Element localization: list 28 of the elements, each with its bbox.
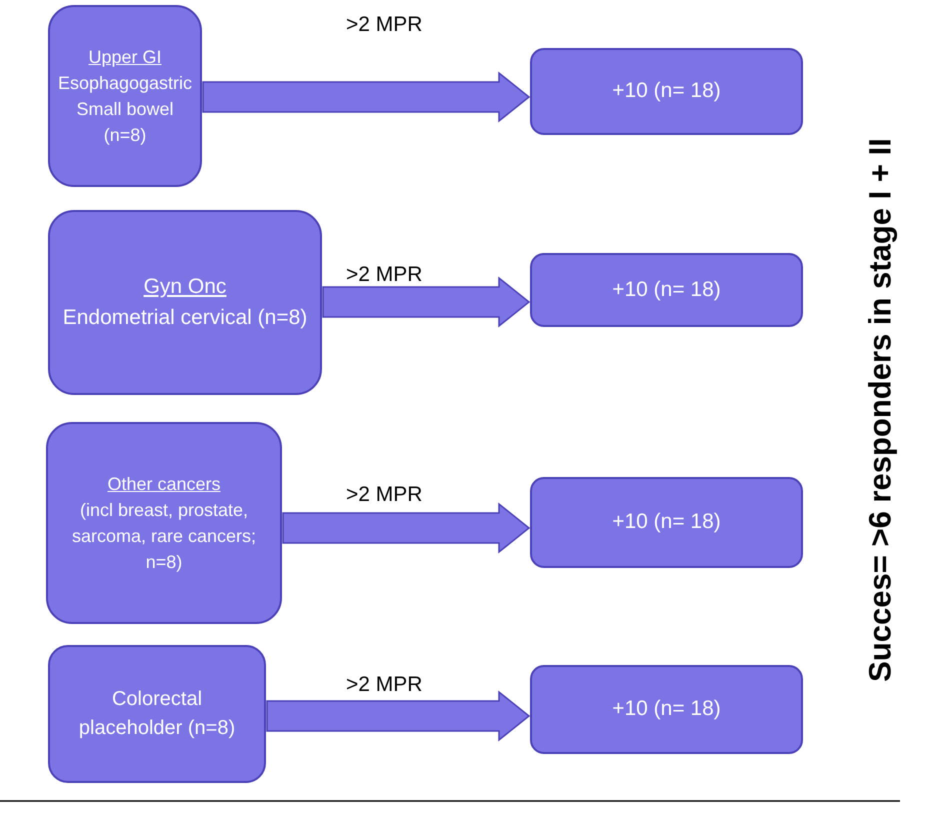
box-heading: Upper GI — [88, 46, 162, 69]
box-heading: Gyn Onc — [144, 274, 226, 300]
box-heading: Other cancers — [107, 472, 221, 496]
block-arrow — [202, 71, 530, 123]
block-arrow — [266, 690, 530, 742]
edge-label: >2 MPR — [346, 484, 422, 505]
process-box — [530, 665, 803, 754]
process-box — [48, 645, 266, 783]
process-box — [530, 253, 803, 327]
box-text: +10 (n= 18) — [612, 696, 721, 722]
edge-label: >2 MPR — [346, 264, 422, 285]
side-note: Succes= >6 responders in stage I + II — [864, 138, 896, 682]
box-text: Esophagogastric Small bowel (n=8) — [58, 72, 192, 148]
box-text: +10 (n= 18) — [612, 509, 721, 536]
box-text: +10 (n= 18) — [612, 276, 721, 303]
process-box — [46, 422, 282, 624]
box-text: Colorectal placeholder (n=8) — [78, 687, 236, 741]
process-box — [48, 210, 322, 395]
box-text: +10 (n= 18) — [612, 78, 721, 104]
process-box — [48, 5, 202, 187]
process-box — [530, 48, 803, 135]
box-text: (incl breast, prostate, sarcoma, rare cancers; n=8) — [70, 498, 258, 574]
edge-label: >2 MPR — [346, 14, 422, 35]
block-arrow — [322, 276, 530, 328]
block-arrow — [282, 502, 530, 554]
edge-label: >2 MPR — [346, 674, 422, 695]
box-text: Endometrial cervical (n=8) — [62, 304, 308, 330]
process-box — [530, 477, 803, 568]
